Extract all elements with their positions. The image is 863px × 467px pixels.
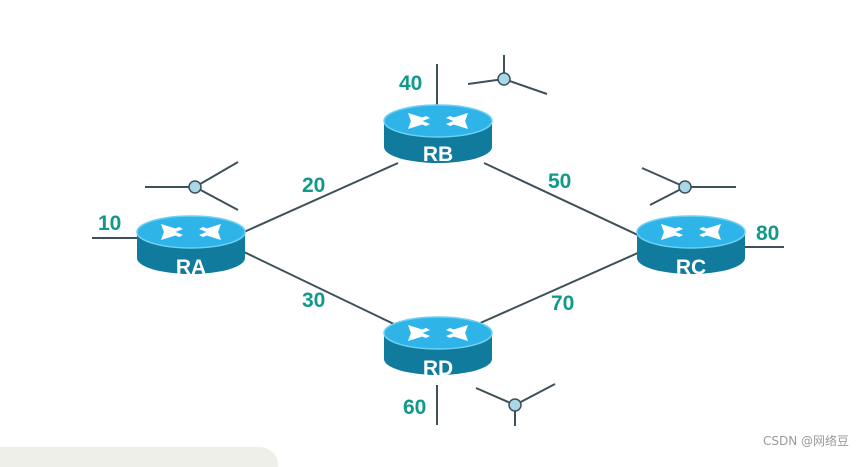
- network-topology-diagram: RA RB RC RD 10 20 30 40 50 60 70 80: [92, 55, 784, 426]
- router-ra-label: RA: [176, 256, 206, 279]
- antenna-icon-rb: [467, 55, 548, 95]
- router-rc: RC: [636, 215, 746, 279]
- router-rb: RB: [383, 104, 493, 166]
- label-ra-rb: 20: [302, 174, 325, 197]
- link-ra-rd: [243, 251, 399, 327]
- antenna-icon-rc: [641, 167, 736, 206]
- router-rd: RD: [383, 316, 493, 380]
- router-rd-label: RD: [423, 357, 453, 380]
- link-rb-rc: [483, 162, 641, 237]
- router-rc-label: RC: [676, 256, 706, 279]
- link-rd-rc: [477, 251, 641, 325]
- router-rb-label: RB: [423, 143, 453, 166]
- antenna-icon-ra: [145, 161, 239, 211]
- label-rb-rc: 50: [548, 170, 571, 193]
- label-ra-lan: 10: [98, 212, 121, 235]
- antenna-icon-rd: [475, 383, 556, 426]
- label-ra-rd: 30: [302, 289, 325, 312]
- label-rd-rc: 70: [551, 292, 574, 315]
- label-rc-lan: 80: [756, 222, 779, 245]
- router-ra: RA: [136, 215, 246, 279]
- link-ra-rb: [243, 162, 399, 233]
- label-rb-lan: 40: [399, 72, 422, 95]
- watermark-text: CSDN @网络豆: [762, 434, 849, 448]
- label-rd-lan: 60: [403, 396, 426, 419]
